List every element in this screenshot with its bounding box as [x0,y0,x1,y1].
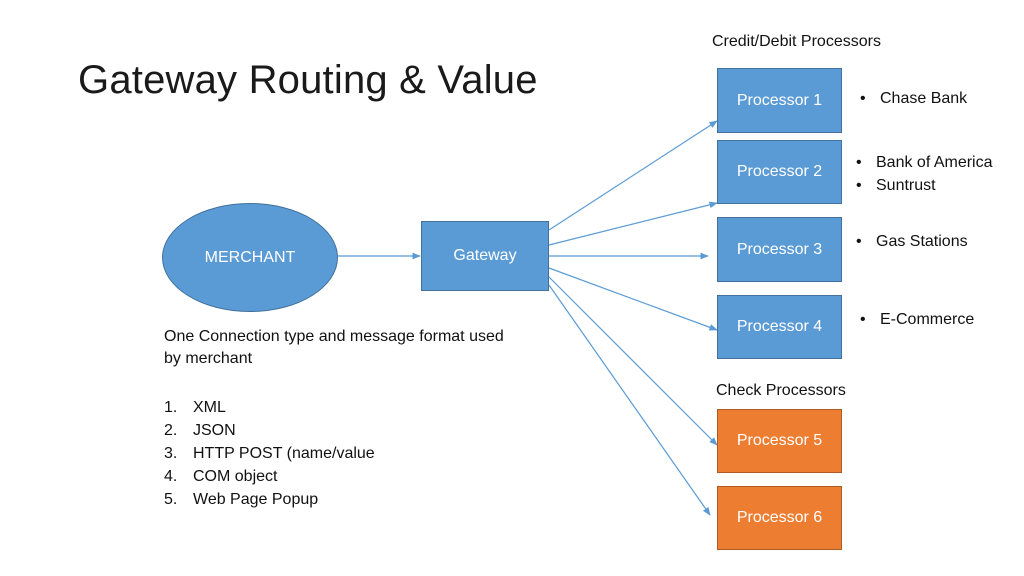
merchant-label: MERCHANT [204,248,296,266]
processor-3-node: Processor 3 [717,217,842,282]
format-number: 2. [164,422,178,439]
arrow-gateway-to-processor-6 [548,284,711,516]
processor-2-annotations: Bank of America Suntrust [852,151,993,197]
format-text: Web Page Popup [193,491,319,508]
format-text: COM object [193,468,278,485]
processor-3-label: Processor 3 [736,240,823,258]
annotation-item: Bank of America [852,151,993,174]
processor-2-node: Processor 2 [717,140,842,204]
merchant-connection-description: One Connection type and message format u… [164,328,504,367]
gateway-node: Gateway [421,221,549,291]
format-number: 5. [164,491,178,508]
processor-5-label: Processor 5 [736,432,823,449]
arrow-gateway-to-processor-1 [548,120,718,231]
format-text: JSON [193,422,236,439]
format-number: 1. [164,399,178,416]
arrow-gateway-to-processor-4 [548,267,718,331]
gateway-label: Gateway [453,247,517,264]
annotation-item: Chase Bank [856,87,967,110]
processor-2-label: Processor 2 [736,163,823,180]
arrow-gateway-to-processor-2 [548,201,718,246]
format-number: 3. [164,445,178,462]
format-text: HTTP POST (name/value [193,445,375,462]
credit-debit-processors-label: Credit/Debit Processors [712,33,881,50]
annotation-item: Suntrust [852,174,993,197]
processor-6-node: Processor 6 [717,486,842,550]
processor-1-node: Processor 1 [717,68,842,133]
message-format-list: 1. XML 2. JSON 3. HTTP POST (name/value 4. C… [164,396,375,511]
processor-4-node: Processor 4 [717,295,842,359]
format-number: 4. [164,468,178,485]
processor-5-node: Processor 5 [717,409,842,473]
format-text: XML [193,399,226,416]
format-item: 3. HTTP POST (name/value [164,442,375,465]
annotation-item: Gas Stations [852,230,968,253]
merchant-node: MERCHANT [162,203,338,312]
check-processors-label: Check Processors [716,382,846,399]
format-item: 2. JSON [164,419,375,442]
processor-1-label: Processor 1 [736,91,823,109]
format-item: 1. XML [164,396,375,419]
processor-3-annotations: Gas Stations [852,230,968,253]
processor-1-annotations: Chase Bank [856,87,967,110]
annotation-item: E-Commerce [856,308,974,331]
processor-6-label: Processor 6 [736,509,823,526]
slide-title: Gateway Routing & Value [78,58,538,102]
arrow-gateway-to-processor-5 [548,276,718,446]
processor-4-annotations: E-Commerce [856,308,974,331]
format-item: 5. Web Page Popup [164,488,375,511]
processor-4-label: Processor 4 [736,318,823,335]
format-item: 4. COM object [164,465,375,488]
